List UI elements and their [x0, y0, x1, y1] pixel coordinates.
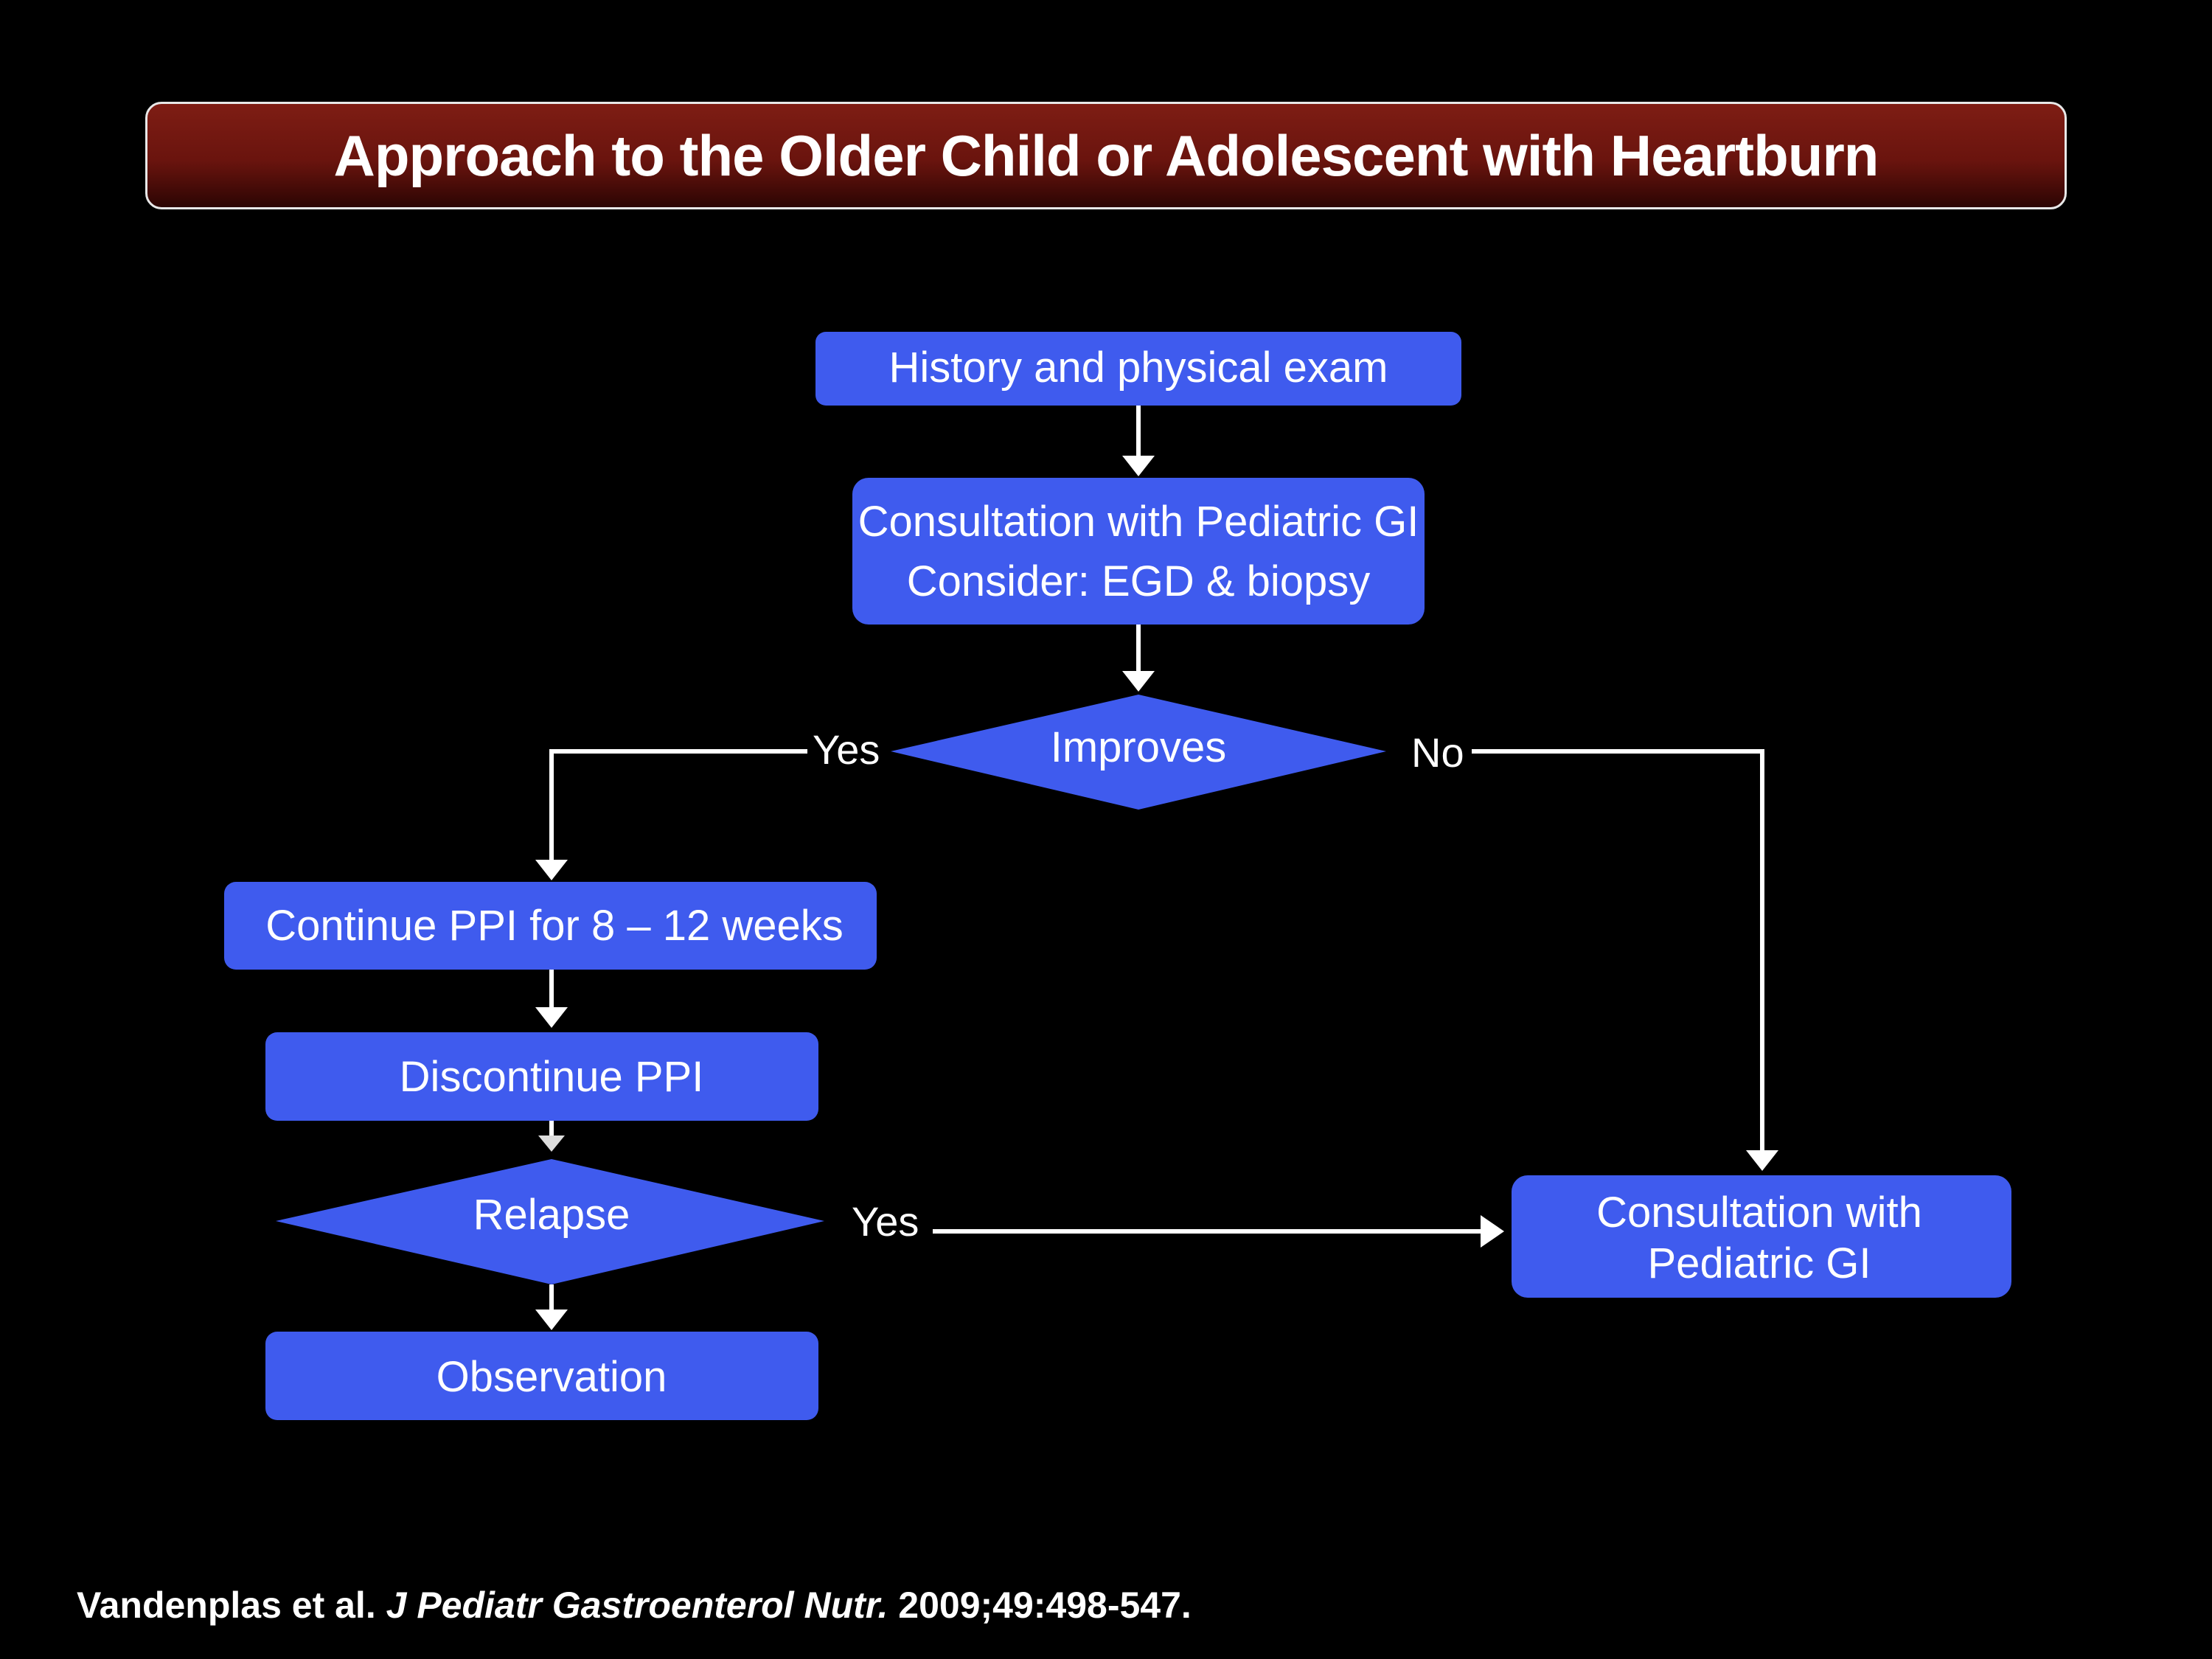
node-history: History and physical exam	[815, 332, 1461, 406]
node-continue-ppi-text: Continue PPI for 8 – 12 weeks	[265, 902, 843, 950]
node-continue-ppi: Continue PPI for 8 – 12 weeks	[224, 882, 877, 970]
edge-relapse-yes-arrowhead	[1481, 1215, 1504, 1248]
node-consult-gi-line-1: Consultation with Pediatric GI	[858, 498, 1419, 546]
citation: Vandenplas et al. J Pediatr Gastroentero…	[77, 1584, 1192, 1627]
node-consult-gi-line-2: Consider: EGD & biopsy	[907, 557, 1371, 605]
connectors	[535, 406, 1778, 1330]
node-consult-gi-right-box	[1512, 1175, 2011, 1298]
edge-continue-to-discontinue-arrowhead	[535, 1007, 568, 1028]
improves-no-label: No	[1411, 729, 1464, 776]
node-improves: Improves	[891, 695, 1386, 810]
node-discontinue-ppi-box	[265, 1032, 818, 1121]
edge-improves-no	[1472, 749, 1764, 1152]
edge-consult-to-improves-arrowhead	[1122, 671, 1155, 692]
node-history-box	[815, 332, 1461, 406]
edge-relapse-to-observation-arrowhead	[535, 1310, 568, 1330]
edge-improves-yes-arrowhead	[535, 860, 568, 880]
relapse-yes-label: Yes	[852, 1198, 919, 1245]
citation-authors: Vandenplas et al.	[77, 1585, 376, 1626]
node-consult-gi: Consultation with Pediatric GI Consider:…	[852, 478, 1425, 625]
node-history-text: History and physical exam	[889, 344, 1388, 392]
node-observation-text: Observation	[437, 1353, 667, 1401]
citation-journal: J Pediatr Gastroenterol Nutr.	[386, 1585, 888, 1626]
edge-discontinue-to-relapse-arrowhead	[538, 1135, 565, 1152]
node-relapse-text: Relapse	[473, 1191, 630, 1239]
node-discontinue-ppi: Discontinue PPI	[265, 1032, 818, 1121]
slide-title-bar: Approach to the Older Child or Adolescen…	[145, 102, 2067, 209]
node-improves-text: Improves	[1051, 723, 1227, 771]
node-consult-gi-box	[852, 478, 1425, 625]
edge-history-to-consult-arrowhead	[1122, 456, 1155, 476]
edge-improves-no-arrowhead	[1746, 1150, 1778, 1171]
node-discontinue-ppi-text: Discontinue PPI	[400, 1053, 704, 1101]
improves-yes-label: Yes	[813, 726, 880, 773]
node-relapse-diamond	[276, 1159, 824, 1284]
citation-details: 2009;49:498-547.	[898, 1585, 1192, 1626]
node-consult-gi-right-line-2: Pediatric GI	[1648, 1239, 1871, 1287]
node-consult-gi-right-line-1: Consultation with	[1596, 1189, 1922, 1237]
node-continue-ppi-box	[224, 882, 877, 970]
improves-yes-label-bg	[811, 723, 879, 777]
slide-title: Approach to the Older Child or Adolescen…	[333, 122, 1879, 188]
node-observation-box	[265, 1332, 818, 1420]
node-relapse: Relapse	[276, 1159, 824, 1284]
node-improves-diamond	[891, 695, 1386, 810]
edge-improves-yes	[549, 749, 807, 861]
node-observation: Observation	[265, 1332, 818, 1420]
node-consult-gi-right: Consultation with Pediatric GI	[1512, 1175, 2011, 1298]
